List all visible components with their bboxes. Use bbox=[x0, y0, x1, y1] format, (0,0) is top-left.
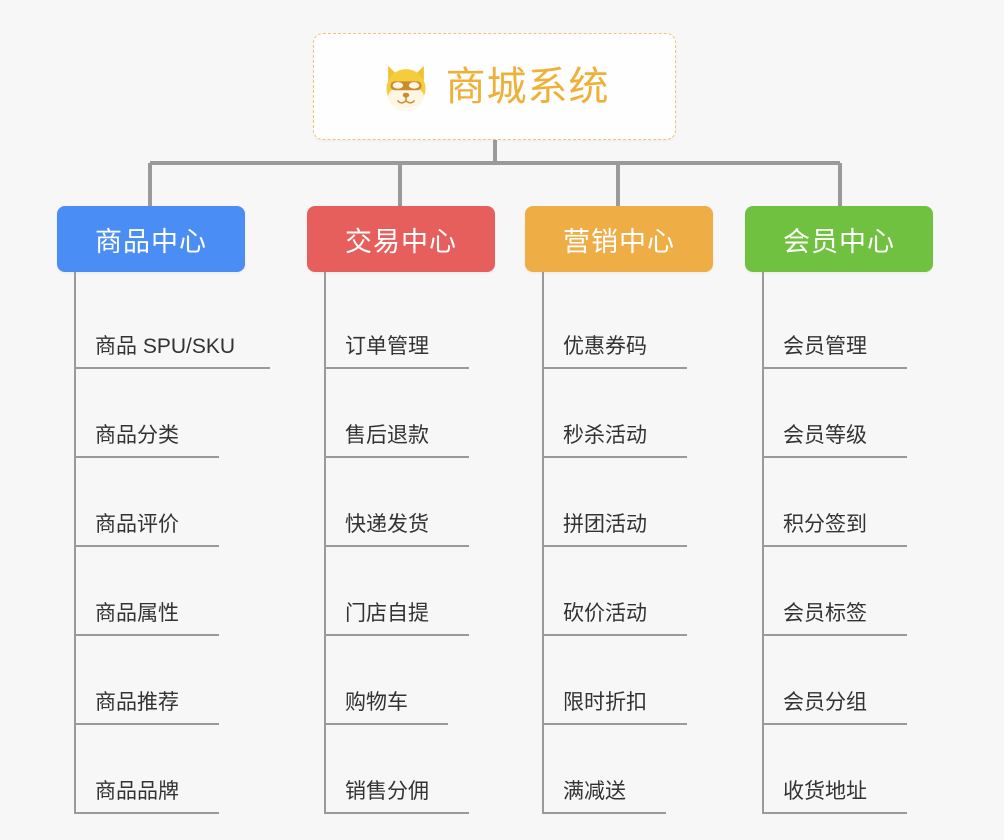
leaf-spine-1 bbox=[324, 272, 326, 812]
branch-header-label-3: 会员中心 bbox=[783, 226, 895, 257]
branch-header-label-0: 商品中心 bbox=[95, 226, 207, 257]
branch-header-0[interactable]: 商品中心 bbox=[57, 206, 245, 272]
leaf-rule bbox=[762, 367, 907, 369]
branch-header-label-1: 交易中心 bbox=[345, 226, 457, 257]
leaf-item[interactable]: 会员标签 bbox=[762, 547, 933, 636]
leaf-item[interactable]: 门店自提 bbox=[324, 547, 495, 636]
leaf-label: 收货地址 bbox=[783, 780, 867, 803]
leaf-rule bbox=[324, 545, 469, 547]
leaf-item[interactable]: 会员管理 bbox=[762, 280, 933, 369]
leaf-rule bbox=[542, 367, 687, 369]
branch-column-2: 营销中心 优惠券码 秒杀活动 拼团活动 砍价活动 限时折扣 bbox=[525, 206, 713, 814]
leaf-label: 购物车 bbox=[345, 691, 408, 714]
branch-header-1[interactable]: 交易中心 bbox=[307, 206, 495, 272]
branch-header-2[interactable]: 营销中心 bbox=[525, 206, 713, 272]
leaf-label: 商品 SPU/SKU bbox=[95, 335, 236, 358]
leaf-item[interactable]: 收货地址 bbox=[762, 725, 933, 814]
leaf-label: 商品分类 bbox=[95, 424, 179, 447]
leaf-item[interactable]: 积分签到 bbox=[762, 458, 933, 547]
leaf-rule bbox=[762, 634, 907, 636]
branch-column-1: 交易中心 订单管理 售后退款 快递发货 门店自提 购物车 bbox=[307, 206, 495, 814]
leaf-rule bbox=[542, 723, 687, 725]
leaf-item[interactable]: 会员分组 bbox=[762, 636, 933, 725]
leaf-label: 售后退款 bbox=[345, 424, 429, 447]
leaf-item[interactable]: 商品分类 bbox=[74, 369, 245, 458]
leaf-item[interactable]: 销售分佣 bbox=[324, 725, 495, 814]
root-node[interactable]: 商城系统 bbox=[313, 33, 676, 140]
leaf-label: 限时折扣 bbox=[563, 691, 647, 714]
leaf-rule bbox=[74, 634, 219, 636]
leaf-label: 会员等级 bbox=[783, 424, 867, 447]
leaf-label: 优惠券码 bbox=[563, 335, 647, 358]
leaf-item[interactable]: 商品评价 bbox=[74, 458, 245, 547]
leaf-label: 销售分佣 bbox=[345, 780, 429, 803]
leaf-label: 门店自提 bbox=[345, 602, 429, 625]
root-title: 商城系统 bbox=[445, 64, 610, 109]
leaf-rule bbox=[542, 545, 687, 547]
leaf-item[interactable]: 商品推荐 bbox=[74, 636, 245, 725]
leaf-label: 拼团活动 bbox=[563, 513, 647, 536]
branch-column-0: 商品中心 商品 SPU/SKU 商品分类 商品评价 商品属性 商品推荐 bbox=[57, 206, 270, 814]
leaf-label: 商品品牌 bbox=[95, 780, 179, 803]
leaf-label: 会员分组 bbox=[783, 691, 867, 714]
leaf-rule bbox=[542, 634, 687, 636]
leaf-spine-2 bbox=[542, 272, 544, 812]
leaf-rule bbox=[74, 456, 219, 458]
leaf-label: 商品属性 bbox=[95, 602, 179, 625]
leaf-spine-3 bbox=[762, 272, 764, 812]
leaf-item[interactable]: 会员等级 bbox=[762, 369, 933, 458]
leaf-spine-0 bbox=[74, 272, 76, 812]
leaf-rule bbox=[74, 812, 219, 814]
leaf-rule bbox=[762, 545, 907, 547]
leaf-rule bbox=[324, 723, 448, 725]
leaf-item[interactable]: 商品属性 bbox=[74, 547, 245, 636]
leaf-item[interactable]: 限时折扣 bbox=[542, 636, 713, 725]
branch-header-3[interactable]: 会员中心 bbox=[745, 206, 933, 272]
leaf-label: 秒杀活动 bbox=[563, 424, 647, 447]
leaf-label: 积分签到 bbox=[783, 513, 867, 536]
leaf-list-0: 商品 SPU/SKU 商品分类 商品评价 商品属性 商品推荐 商品品牌 bbox=[57, 272, 270, 814]
leaf-label: 商品推荐 bbox=[95, 691, 179, 714]
leaf-rule bbox=[542, 456, 687, 458]
leaf-label: 会员标签 bbox=[783, 602, 867, 625]
leaf-label: 满减送 bbox=[563, 780, 626, 803]
leaf-list-2: 优惠券码 秒杀活动 拼团活动 砍价活动 限时折扣 满减送 bbox=[525, 272, 713, 814]
leaf-item[interactable]: 商品品牌 bbox=[74, 725, 245, 814]
leaf-label: 砍价活动 bbox=[563, 602, 647, 625]
leaf-item[interactable]: 售后退款 bbox=[324, 369, 495, 458]
branch-header-label-2: 营销中心 bbox=[563, 226, 675, 257]
leaf-label: 会员管理 bbox=[783, 335, 867, 358]
leaf-label: 订单管理 bbox=[345, 335, 429, 358]
leaf-label: 商品评价 bbox=[95, 513, 179, 536]
leaf-rule bbox=[762, 456, 907, 458]
leaf-rule bbox=[324, 634, 469, 636]
leaf-rule bbox=[74, 723, 219, 725]
leaf-item[interactable]: 商品 SPU/SKU bbox=[74, 280, 270, 369]
leaf-list-3: 会员管理 会员等级 积分签到 会员标签 会员分组 收货地址 bbox=[745, 272, 933, 814]
branch-column-3: 会员中心 会员管理 会员等级 积分签到 会员标签 会员分组 bbox=[745, 206, 933, 814]
leaf-item[interactable]: 拼团活动 bbox=[542, 458, 713, 547]
leaf-rule bbox=[324, 812, 469, 814]
leaf-item[interactable]: 优惠券码 bbox=[542, 280, 713, 369]
leaf-rule bbox=[74, 545, 219, 547]
leaf-item[interactable]: 满减送 bbox=[542, 725, 713, 814]
leaf-item[interactable]: 快递发货 bbox=[324, 458, 495, 547]
leaf-item[interactable]: 购物车 bbox=[324, 636, 495, 725]
leaf-rule bbox=[762, 723, 907, 725]
leaf-rule bbox=[542, 812, 666, 814]
leaf-item[interactable]: 砍价活动 bbox=[542, 547, 713, 636]
leaf-rule bbox=[74, 367, 270, 369]
leaf-rule bbox=[324, 367, 469, 369]
shiba-dog-face-icon bbox=[386, 65, 425, 111]
leaf-item[interactable]: 秒杀活动 bbox=[542, 369, 713, 458]
leaf-rule bbox=[762, 812, 907, 814]
leaf-label: 快递发货 bbox=[345, 513, 429, 536]
leaf-list-1: 订单管理 售后退款 快递发货 门店自提 购物车 销售分佣 bbox=[307, 272, 495, 814]
leaf-rule bbox=[324, 456, 469, 458]
leaf-item[interactable]: 订单管理 bbox=[324, 280, 495, 369]
